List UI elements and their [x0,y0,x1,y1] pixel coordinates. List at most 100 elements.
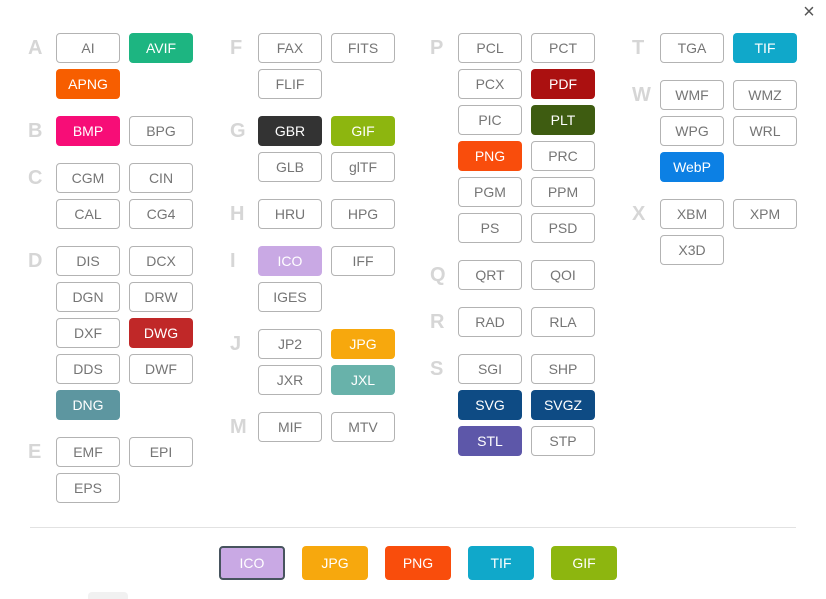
format-cgm-button[interactable]: CGM [56,163,120,193]
quick-format-gif-button[interactable]: GIF [551,546,617,580]
format-pcx-button[interactable]: PCX [458,69,522,99]
format-grid: TGA TIF [660,33,797,63]
group-letter: F [230,37,243,59]
format-fax-button[interactable]: FAX [258,33,322,63]
format-tif-button[interactable]: TIF [733,33,797,63]
format-grid: RAD RLA [458,307,595,337]
format-png-button[interactable]: PNG [458,141,522,171]
format-pct-button[interactable]: PCT [531,33,595,63]
group-letter: X [632,203,646,225]
format-qoi-button[interactable]: QOI [531,260,595,290]
format-apng-button[interactable]: APNG [56,69,120,99]
format-mif-button[interactable]: MIF [258,412,322,442]
format-gif-button[interactable]: GIF [331,116,395,146]
format-ppm-button[interactable]: PPM [531,177,595,207]
format-iges-button[interactable]: IGES [258,282,322,312]
format-dgn-button[interactable]: DGN [56,282,120,312]
format-glb-button[interactable]: GLB [258,152,322,182]
format-pgm-button[interactable]: PGM [458,177,522,207]
format-dis-button[interactable]: DIS [56,246,120,276]
format-avif-button[interactable]: AVIF [129,33,193,63]
format-prc-button[interactable]: PRC [531,141,595,171]
format-dwf-button[interactable]: DWF [129,354,193,384]
format-dwg-button[interactable]: DWG [129,318,193,348]
format-emf-button[interactable]: EMF [56,437,120,467]
format-bpg-button[interactable]: BPG [129,116,193,146]
format-psd-button[interactable]: PSD [531,213,595,243]
format-epi-button[interactable]: EPI [129,437,193,467]
group-R: R RAD RLA [430,307,595,337]
format-ai-button[interactable]: AI [56,33,120,63]
format-ico-button[interactable]: ICO [258,246,322,276]
format-pdf-button[interactable]: PDF [531,69,595,99]
format-grid: DIS DCX DGN DRW DXF DWG DDS DWF DNG [56,246,193,420]
format-drw-button[interactable]: DRW [129,282,193,312]
format-stp-button[interactable]: STP [531,426,595,456]
group-letter: P [430,37,444,59]
format-jxr-button[interactable]: JXR [258,365,322,395]
format-shp-button[interactable]: SHP [531,354,595,384]
close-icon[interactable]: × [803,1,815,23]
format-cg4-button[interactable]: CG4 [129,199,193,229]
format-mtv-button[interactable]: MTV [331,412,395,442]
quick-format-jpg-button[interactable]: JPG [302,546,368,580]
format-wmz-button[interactable]: WMZ [733,80,797,110]
format-pcl-button[interactable]: PCL [458,33,522,63]
quick-format-tif-button[interactable]: TIF [468,546,534,580]
format-fits-button[interactable]: FITS [331,33,395,63]
format-dng-button[interactable]: DNG [56,390,120,420]
format-hpg-button[interactable]: HPG [331,199,395,229]
group-letter: D [28,250,43,272]
format-gbr-button[interactable]: GBR [258,116,322,146]
format-gltf-button[interactable]: glTF [331,152,395,182]
format-grid: ICO IFF IGES [258,246,395,312]
format-eps-button[interactable]: EPS [56,473,120,503]
format-dcx-button[interactable]: DCX [129,246,193,276]
format-plt-button[interactable]: PLT [531,105,595,135]
format-wmf-button[interactable]: WMF [660,80,724,110]
format-pic-button[interactable]: PIC [458,105,522,135]
group-letter: M [230,416,247,438]
partial-element [88,592,128,599]
group-letter: G [230,120,246,142]
format-flif-button[interactable]: FLIF [258,69,322,99]
format-stl-button[interactable]: STL [458,426,522,456]
format-xbm-button[interactable]: XBM [660,199,724,229]
format-rad-button[interactable]: RAD [458,307,522,337]
format-webp-button[interactable]: WebP [660,152,724,182]
format-grid: QRT QOI [458,260,595,290]
format-grid: AI AVIF APNG [56,33,193,99]
format-jxl-button[interactable]: JXL [331,365,395,395]
format-wrl-button[interactable]: WRL [733,116,797,146]
format-jpg-button[interactable]: JPG [331,329,395,359]
format-xpm-button[interactable]: XPM [733,199,797,229]
format-rla-button[interactable]: RLA [531,307,595,337]
format-svg-button[interactable]: SVG [458,390,522,420]
format-cin-button[interactable]: CIN [129,163,193,193]
format-wpg-button[interactable]: WPG [660,116,724,146]
format-qrt-button[interactable]: QRT [458,260,522,290]
format-jp2-button[interactable]: JP2 [258,329,322,359]
format-cal-button[interactable]: CAL [56,199,120,229]
format-tga-button[interactable]: TGA [660,33,724,63]
group-letter: C [28,167,43,189]
format-iff-button[interactable]: IFF [331,246,395,276]
format-dds-button[interactable]: DDS [56,354,120,384]
format-bmp-button[interactable]: BMP [56,116,120,146]
format-dxf-button[interactable]: DXF [56,318,120,348]
format-sgi-button[interactable]: SGI [458,354,522,384]
group-letter: R [430,311,445,333]
format-hru-button[interactable]: HRU [258,199,322,229]
format-x3d-button[interactable]: X3D [660,235,724,265]
quick-format-ico-button[interactable]: ICO [219,546,285,580]
quick-format-png-button[interactable]: PNG [385,546,451,580]
format-grid: EMF EPI EPS [56,437,193,503]
format-svgz-button[interactable]: SVGZ [531,390,595,420]
format-ps-button[interactable]: PS [458,213,522,243]
format-grid: MIF MTV [258,412,395,442]
group-M: M MIF MTV [230,412,395,442]
